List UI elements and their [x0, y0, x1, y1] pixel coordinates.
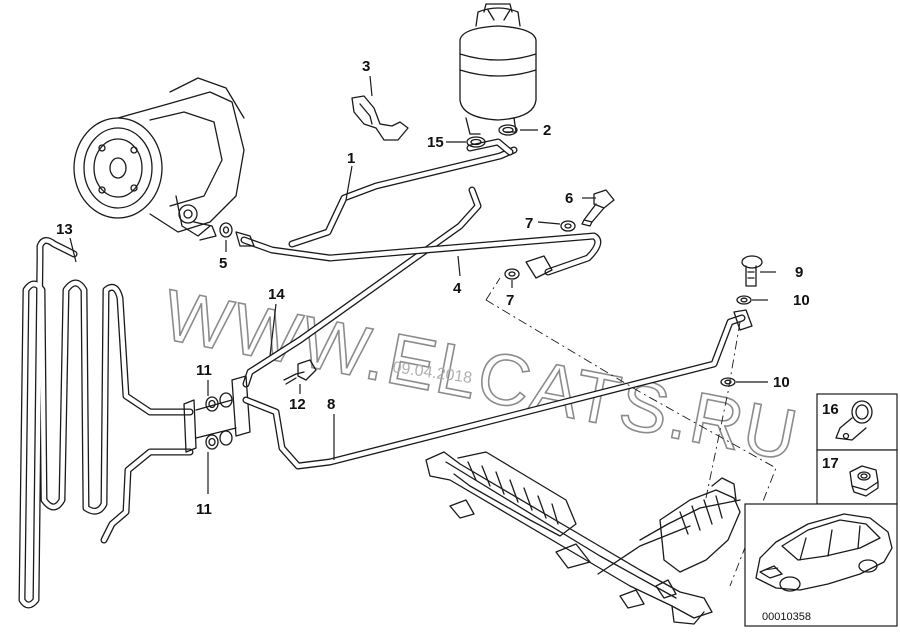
nut-part-17 [849, 465, 879, 497]
callout-8: 8 [327, 396, 335, 413]
inset-box-vehicle [744, 503, 898, 627]
callout-6: 6 [565, 190, 573, 207]
line-part-14 [242, 186, 482, 388]
watermark-text: WWW.ELCATS.RU [157, 275, 805, 477]
inset-box-part-16 [816, 393, 898, 451]
washer-part-10-upper [736, 295, 752, 305]
callout-10-upper: 10 [793, 292, 810, 309]
steering-rack [425, 451, 741, 625]
callout-12: 12 [289, 396, 306, 413]
washer-part-10-lower [720, 377, 736, 387]
hose-part-1 [288, 138, 518, 248]
callout-15: 15 [427, 134, 444, 151]
callout-7-upper: 7 [525, 215, 533, 232]
inset-panel: 00010358 [744, 393, 898, 627]
clamp-part-16 [835, 400, 873, 441]
inset-box-part-17 [816, 449, 898, 505]
union-block [183, 375, 251, 453]
callout-11-upper: 11 [196, 362, 212, 379]
callout-13: 13 [56, 221, 73, 238]
fluid-reservoir [459, 3, 537, 135]
banjo-bolt-part-6 [581, 189, 615, 227]
callout-10-lower: 10 [773, 374, 790, 391]
bolt-part-12 [283, 359, 317, 385]
cooling-coil-part-13 [18, 237, 194, 609]
callout-leaders [69, 75, 776, 494]
callout-14: 14 [268, 286, 285, 303]
power-steering-pump [73, 77, 245, 241]
vehicle-location-illustration [755, 513, 893, 592]
ring-part-15 [466, 136, 486, 148]
callout-2: 2 [543, 122, 551, 139]
callout-labels: 1 2 3 4 5 6 7 7 8 9 10 10 11 11 12 13 14… [56, 58, 839, 518]
callout-17: 17 [822, 455, 839, 472]
washer-part-7-upper [560, 220, 576, 232]
washer-part-5 [219, 222, 255, 247]
clip-part-3 [351, 95, 409, 141]
union-part-11-upper [205, 392, 233, 412]
pressure-line-part-8 [242, 309, 753, 470]
callout-3: 3 [362, 58, 370, 75]
banjo-bolt-part-9 [741, 255, 763, 287]
callout-5: 5 [219, 255, 227, 272]
watermark: WWW.ELCATS.RU 09.04.2018 [156, 274, 806, 477]
union-part-11-lower [205, 430, 233, 450]
callout-4: 4 [453, 280, 462, 297]
callout-11-lower: 11 [196, 501, 212, 518]
assembly-guide-lines [485, 277, 777, 587]
callout-9: 9 [795, 264, 803, 281]
ring-part-2 [498, 124, 518, 136]
callout-7-lower: 7 [506, 292, 514, 309]
washer-part-7-lower [504, 268, 520, 280]
callout-1: 1 [347, 150, 355, 167]
line-part-4 [240, 232, 602, 279]
document-number: 00010358 [762, 611, 811, 623]
callout-16: 16 [822, 401, 839, 418]
